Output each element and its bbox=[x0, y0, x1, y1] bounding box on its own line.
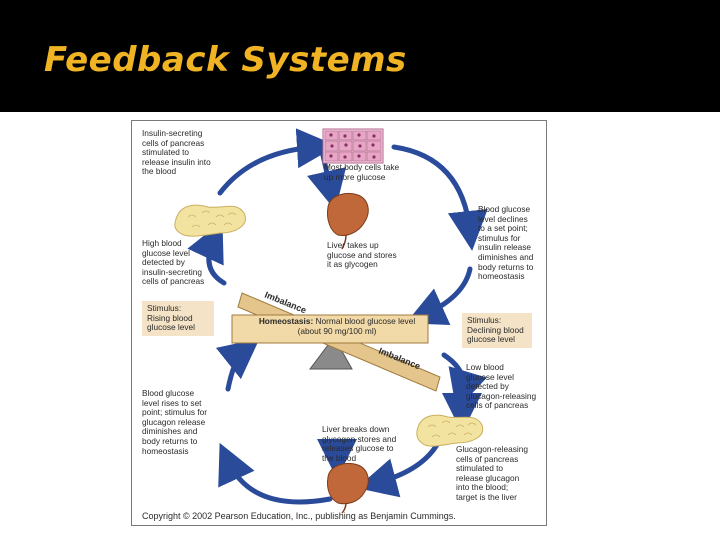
label-glucose-rises: Blood glucose level rises to set point; … bbox=[142, 388, 208, 456]
stimulus-rising-box: Stimulus: Rising blood glucose level bbox=[142, 301, 214, 336]
seesaw-fulcrum bbox=[309, 336, 353, 370]
seesaw-level-plank bbox=[231, 314, 429, 344]
arrow-seesaw-to-low bbox=[441, 352, 487, 411]
glucose-feedback-figure: Imbalance Imbalance Insulin-secreting ce… bbox=[131, 120, 547, 526]
stimulus-declining-box: Stimulus: Declining blood glucose level bbox=[462, 313, 532, 348]
pancreas-upper-image bbox=[174, 204, 246, 237]
homeostasis-sub: (about 90 mg/100 ml) bbox=[297, 325, 377, 336]
arrow-rises-to-seesaw bbox=[215, 338, 260, 392]
arrow-cells-to-decline bbox=[391, 144, 488, 251]
liver-lower-image bbox=[327, 463, 369, 514]
arrow-glucagon-to-liver bbox=[356, 440, 441, 498]
pancreas-lower-image bbox=[416, 414, 484, 447]
seesaw bbox=[231, 292, 441, 392]
slide-title: Feedback Systems bbox=[44, 40, 407, 80]
label-liver-breaks-down: Liver breaks down glycogen stores and re… bbox=[322, 424, 397, 463]
label-liver-takes-up: Liver takes up glucose and stores it as … bbox=[327, 240, 397, 270]
label-low-glucose: Low blood glucose level detected by gluc… bbox=[466, 362, 537, 411]
diagram-graphics: Imbalance Imbalance bbox=[174, 128, 488, 514]
homeostasis-prefix: Homeostasis: bbox=[258, 316, 314, 326]
liver-upper-image bbox=[327, 193, 369, 250]
label-high-glucose: High blood glucose level detected by ins… bbox=[142, 238, 205, 287]
arrow-liver-to-rises bbox=[218, 442, 333, 505]
arrow-decline-to-seesaw bbox=[405, 266, 473, 326]
label-insulin-secreting: Insulin-secreting cells of pancreas stim… bbox=[142, 128, 211, 177]
label-body-cells: Most body cells take up more glucose bbox=[324, 162, 400, 182]
homeostasis-text: Normal blood glucose level bbox=[315, 316, 416, 326]
arrow-pancreas-to-cells bbox=[217, 128, 337, 196]
arrow-high-to-pancreas bbox=[187, 220, 227, 286]
homeostasis-label: Homeostasis: Normal blood glucose level … bbox=[252, 316, 422, 336]
copyright-line: Copyright © 2002 Pearson Education, Inc.… bbox=[142, 511, 456, 521]
title-bar: Feedback Systems bbox=[0, 0, 720, 112]
label-glucagon-releasing: Glucagon-releasing cells of pancreas sti… bbox=[456, 444, 528, 502]
body-cells-image bbox=[322, 128, 384, 164]
label-glucose-declines: Blood glucose level declines to a set po… bbox=[478, 204, 534, 282]
